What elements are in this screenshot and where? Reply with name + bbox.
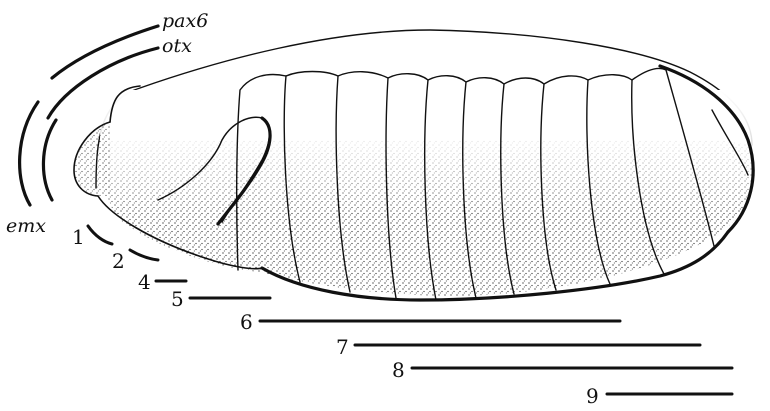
emx-label: emx — [6, 215, 46, 237]
segment-label-2: 2 — [112, 249, 125, 273]
emx-arc-outer — [20, 102, 38, 205]
segment-label-5: 5 — [171, 287, 184, 311]
segment-label-8: 8 — [392, 358, 405, 382]
anterior-lobe-stipple — [74, 122, 110, 196]
segment-1-bar — [88, 226, 112, 244]
segment-label-1: 1 — [72, 225, 85, 249]
pax6-label: pax6 — [162, 10, 208, 32]
stipple-fade — [100, 90, 755, 215]
segment-label-6: 6 — [240, 310, 253, 334]
emx-arc-inner — [43, 120, 56, 200]
segment-label-7: 7 — [336, 335, 349, 359]
segment-label-4: 4 — [138, 270, 151, 294]
segment-label-9: 9 — [586, 384, 599, 408]
segment-2-bar — [130, 250, 158, 260]
otx-label: otx — [162, 35, 192, 57]
